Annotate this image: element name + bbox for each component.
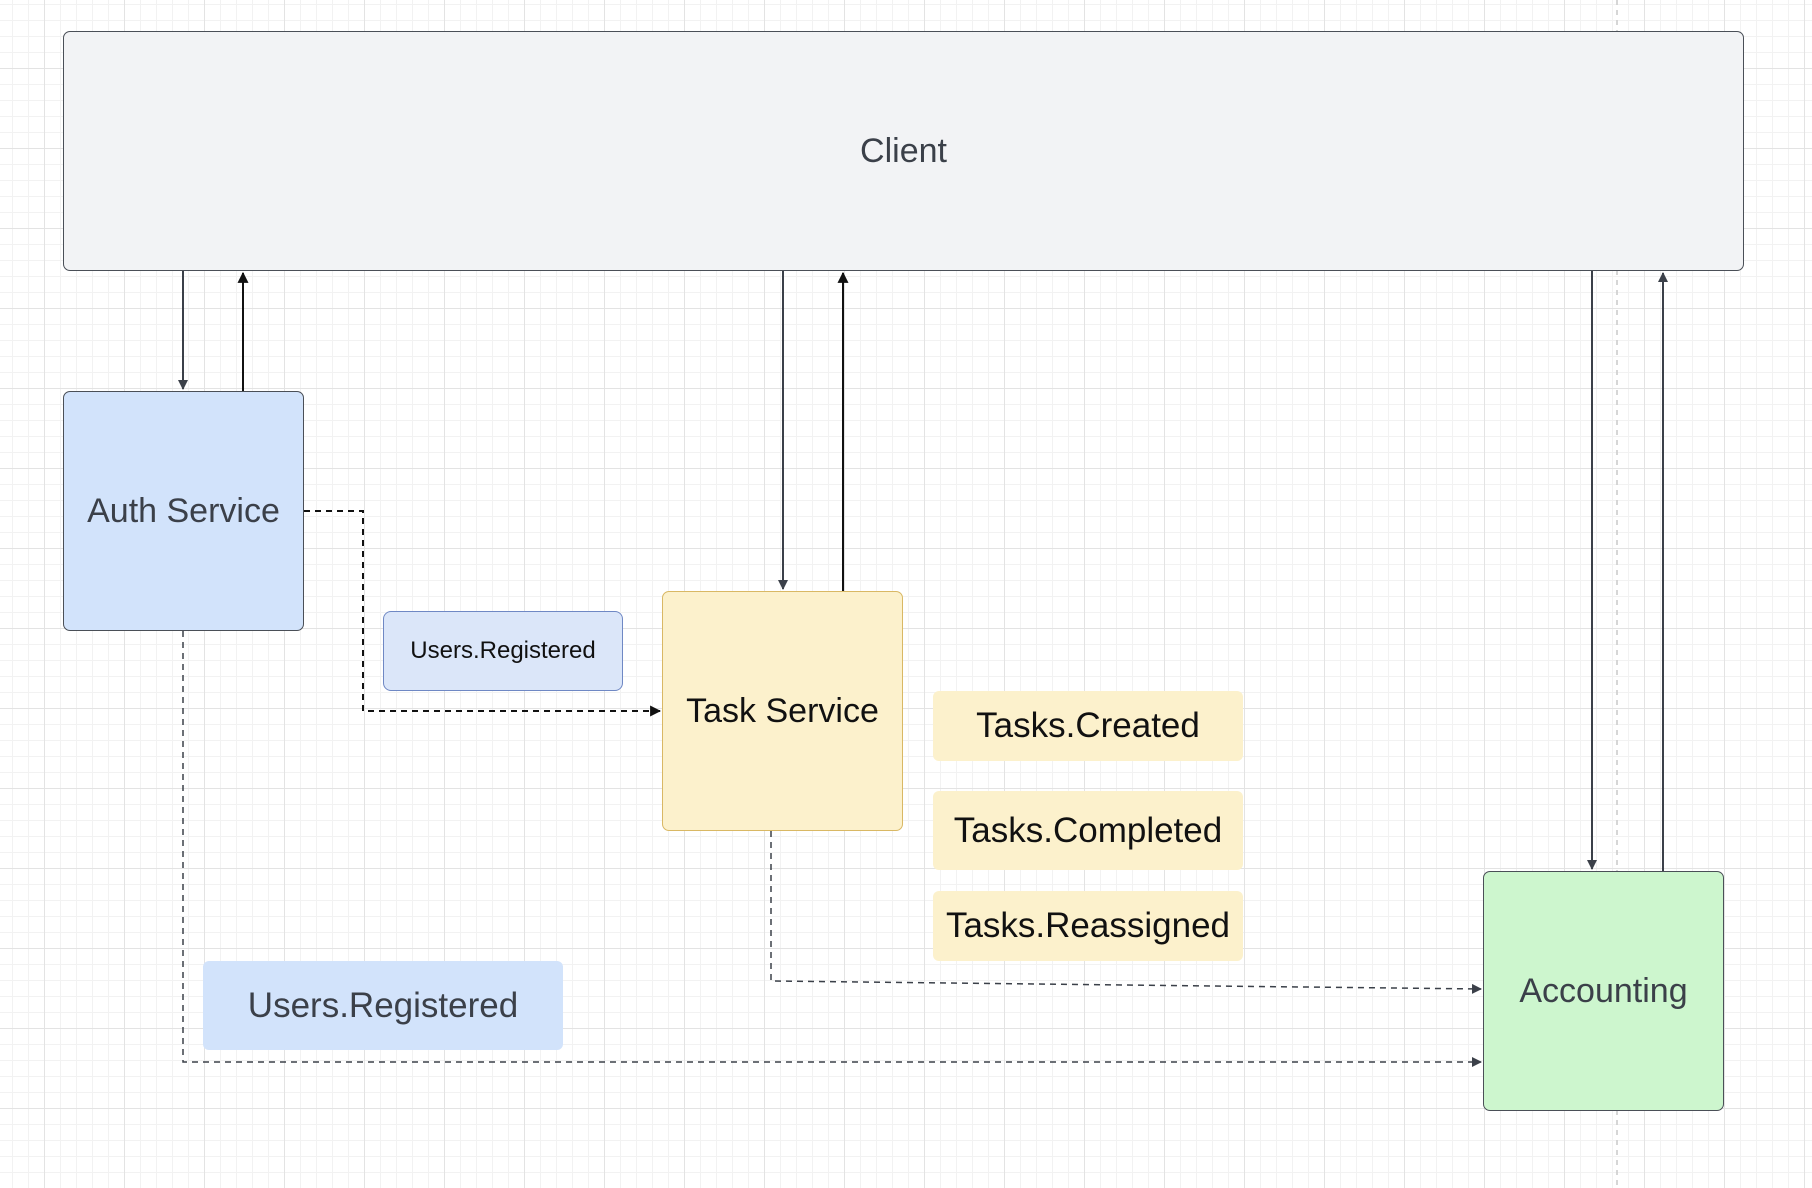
client-node[interactable]: Client xyxy=(63,31,1744,271)
auth-service-node[interactable]: Auth Service xyxy=(63,391,304,631)
users-registered-accounting-event-label[interactable]: Users.Registered xyxy=(203,961,563,1050)
tasks-created-event-text: Tasks.Created xyxy=(976,706,1200,745)
tasks-reassigned-event-text: Tasks.Reassigned xyxy=(945,906,1231,945)
tasks-created-event-label[interactable]: Tasks.Created xyxy=(933,691,1243,761)
edge-task-to-accounting-event[interactable] xyxy=(770,831,1482,994)
auth-service-label: Auth Service xyxy=(87,491,280,530)
tasks-completed-event-label[interactable]: Tasks.Completed xyxy=(933,791,1243,870)
edge-auth-to-accounting-event[interactable] xyxy=(182,631,1482,1067)
tasks-reassigned-event-label[interactable]: Tasks.Reassigned xyxy=(933,891,1243,961)
tasks-completed-event-text: Tasks.Completed xyxy=(953,810,1223,850)
task-service-label: Task Service xyxy=(686,691,879,730)
accounting-label: Accounting xyxy=(1519,971,1688,1010)
users-registered-event-label[interactable]: Users.Registered xyxy=(383,611,623,691)
task-service-node[interactable]: Task Service xyxy=(662,591,903,831)
accounting-node[interactable]: Accounting xyxy=(1483,871,1724,1111)
client-label: Client xyxy=(860,131,947,170)
users-registered-event-text: Users.Registered xyxy=(410,637,596,664)
users-registered-accounting-event-text: Users.Registered xyxy=(247,985,519,1025)
edge-auth-to-task-event[interactable] xyxy=(304,510,662,717)
